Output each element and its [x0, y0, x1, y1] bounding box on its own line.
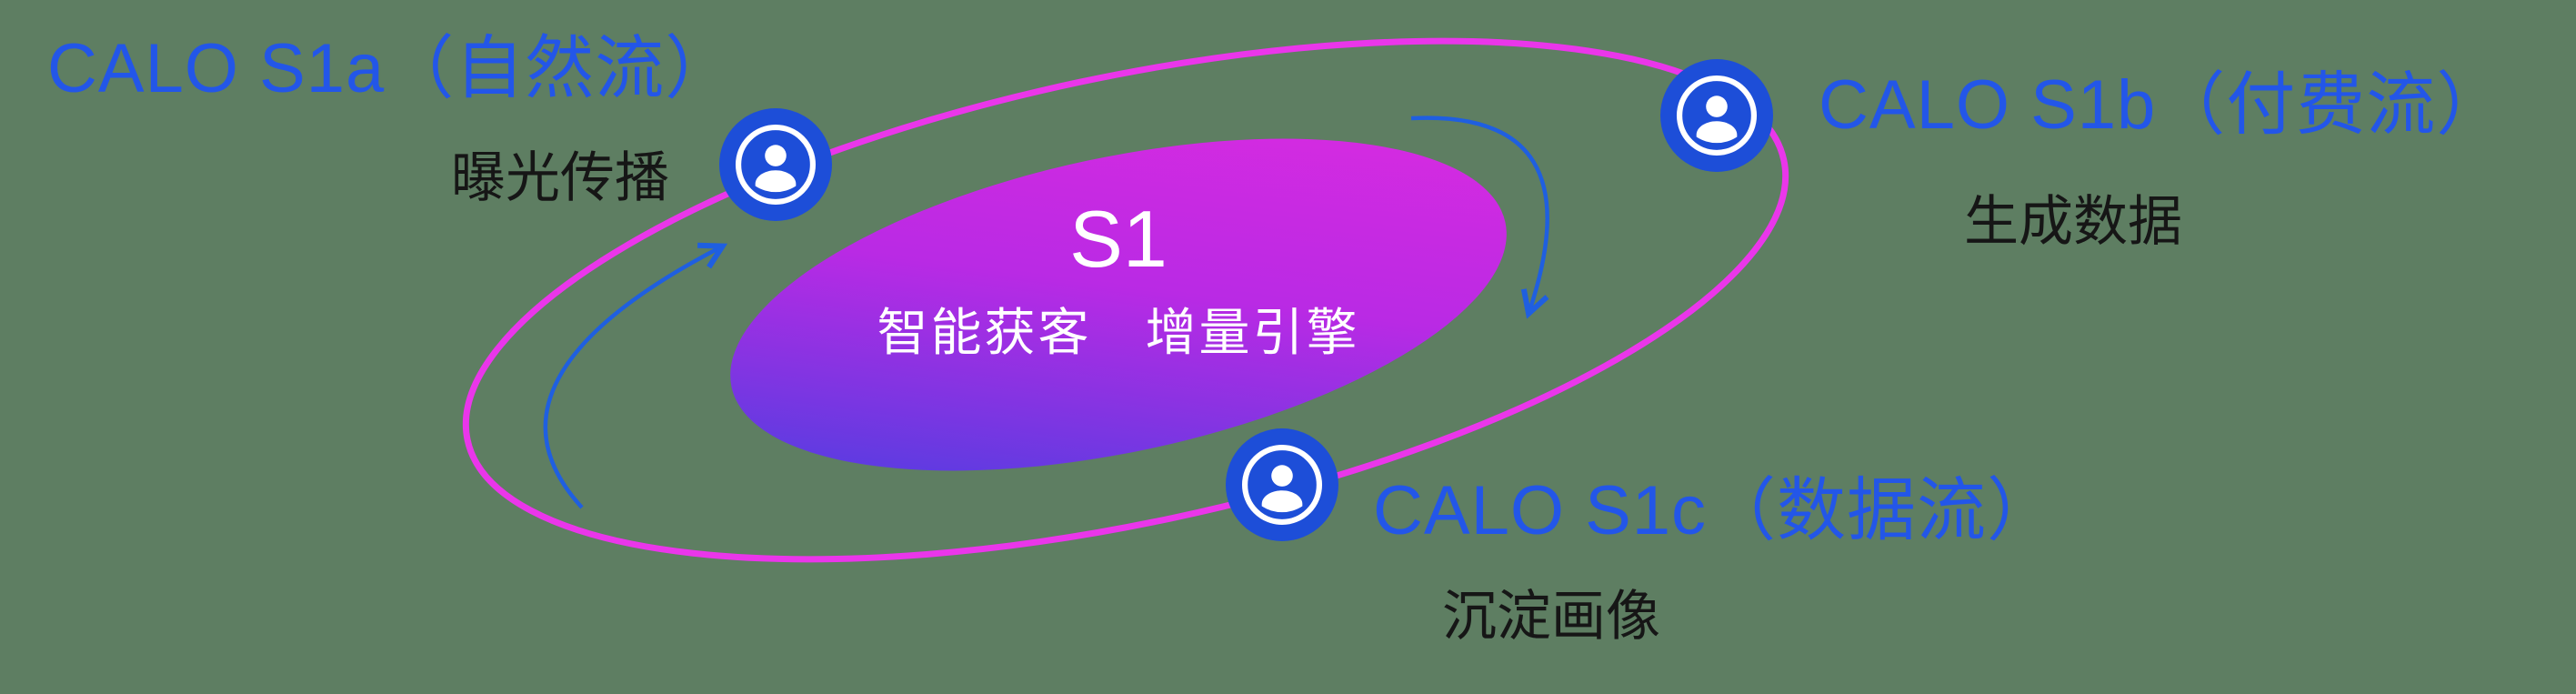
core-title: S1: [1069, 194, 1168, 284]
core-text-block: S1 智能获客 增量引擎: [846, 193, 1391, 366]
sublabel-s1c: 沉淀画像: [1442, 586, 1660, 647]
user-icon-s1c: [1226, 428, 1338, 541]
user-icon-s1b: [1660, 59, 1773, 172]
orbit-ring: [462, 37, 1789, 563]
label-calo-s1b: CALO S1b（付费流）: [1819, 66, 2507, 144]
core-subtitle: 智能获客 增量引擎: [877, 304, 1360, 362]
sublabel-s1a: 曝光传播: [451, 147, 669, 208]
core-ellipse: [730, 138, 1507, 471]
sublabel-s1b: 生成数据: [1964, 191, 2182, 252]
flow-arrow-left-icon: [543, 247, 720, 509]
user-icon-s1a: [719, 108, 832, 221]
label-calo-s1a: CALO S1a（自然流）: [47, 30, 736, 107]
flow-arrow-right-icon: [1410, 116, 1549, 311]
label-calo-s1c: CALO S1c（数据流）: [1373, 472, 2058, 549]
